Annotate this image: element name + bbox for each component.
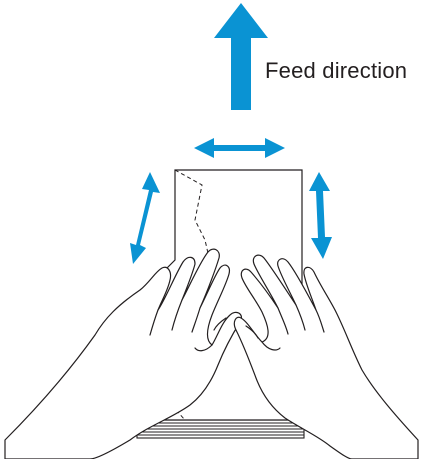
feed-direction-label: Feed direction (265, 58, 408, 83)
left-vertical-adjust-arrow-icon (130, 172, 160, 264)
right-hand (233, 254, 419, 459)
feed-direction-arrow-icon (214, 3, 268, 110)
left-hand (4, 248, 242, 459)
right-vertical-adjust-arrow-icon (309, 172, 332, 259)
horizontal-adjust-arrow-icon (194, 138, 285, 158)
envelope-stack (136, 419, 305, 439)
